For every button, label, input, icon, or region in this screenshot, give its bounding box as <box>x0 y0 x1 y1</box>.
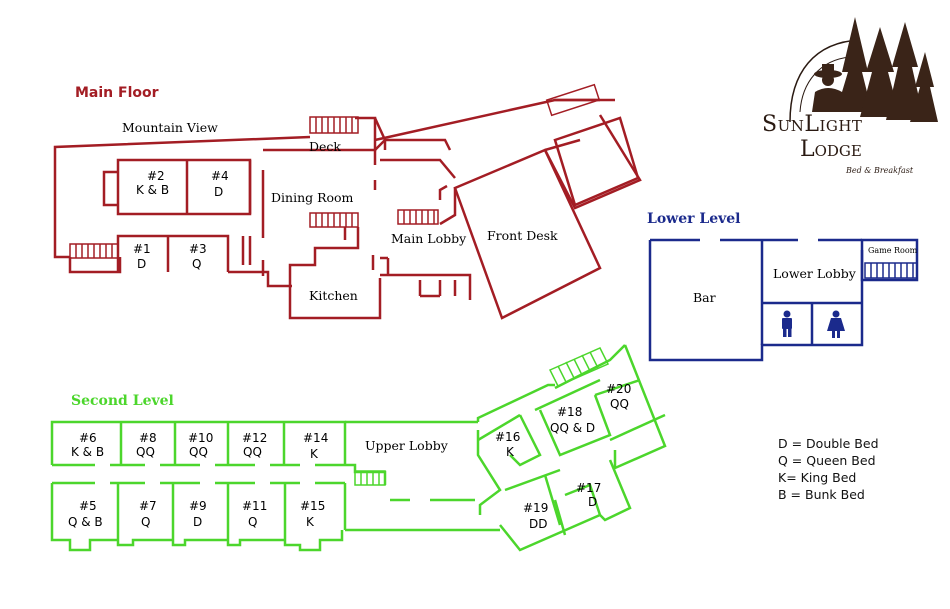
svg-text:#18: #18 <box>557 405 582 419</box>
main-floor-title: Main Floor <box>75 85 159 101</box>
svg-text:#11: #11 <box>242 499 267 513</box>
room-label-9: #9 D <box>189 499 207 529</box>
room-label-15: #15 K <box>300 499 325 529</box>
svg-text:#2: #2 <box>147 169 165 183</box>
svg-text:QQ: QQ <box>243 445 262 459</box>
svg-text:Q & B: Q & B <box>68 515 103 529</box>
room-label-12: #12 QQ <box>242 431 267 459</box>
svg-text:#15: #15 <box>300 499 325 513</box>
room-label-14: #14 K <box>303 431 328 461</box>
room-label-2: #2 K & B <box>136 169 169 197</box>
dining-room-label: Dining Room <box>271 190 354 205</box>
second-level-labels: Second Level Upper Lobby #6 K & B #8 QQ … <box>68 382 631 531</box>
mountain-view-label: Mountain View <box>122 120 218 135</box>
svg-text:#6: #6 <box>79 431 97 445</box>
room-label-4: #4 D <box>211 169 229 199</box>
svg-text:#1: #1 <box>133 242 151 256</box>
svg-text:D: D <box>137 257 146 271</box>
bar-label: Bar <box>693 290 716 305</box>
bed-type-legend: D = Double Bed Q = Queen Bed K= King Bed… <box>778 435 879 503</box>
legend-item-bunk: B = Bunk Bed <box>778 487 865 502</box>
lower-level-plan <box>648 238 919 362</box>
second-level-plan <box>50 344 667 552</box>
room-label-16: #16 K <box>495 430 520 459</box>
lower-level-labels: Lower Level Bar Lower Lobby Game Room <box>647 211 918 305</box>
svg-text:#4: #4 <box>211 169 229 183</box>
game-room-label: Game Room <box>868 246 918 255</box>
svg-text:K & B: K & B <box>71 445 104 459</box>
svg-text:#7: #7 <box>139 499 157 513</box>
sunlight-lodge-logo: SunLight Lodge Bed & Breakfast <box>760 12 940 187</box>
svg-text:Q: Q <box>141 515 150 529</box>
logo-name-part2: Lodge <box>800 137 862 162</box>
logo-tagline: Bed & Breakfast <box>846 166 914 175</box>
svg-text:K: K <box>306 515 315 529</box>
room-label-11: #11 Q <box>242 499 267 529</box>
front-desk-label: Front Desk <box>487 228 558 243</box>
room-label-10: #10 QQ <box>188 431 213 459</box>
svg-text:#9: #9 <box>189 499 207 513</box>
svg-text:Q: Q <box>248 515 257 529</box>
svg-text:K: K <box>506 445 515 459</box>
svg-text:K & B: K & B <box>136 183 169 197</box>
legend-item-queen: Q = Queen Bed <box>778 453 876 468</box>
pine-trees-icon <box>789 17 938 123</box>
svg-text:#10: #10 <box>188 431 213 445</box>
room-label-18: #18 QQ & D <box>550 405 595 435</box>
svg-text:D: D <box>588 495 597 509</box>
svg-text:DD: DD <box>529 517 547 531</box>
main-floor-labels: Main Floor Mountain View Deck Dining Roo… <box>75 85 558 303</box>
svg-text:#17: #17 <box>576 481 601 495</box>
room-label-19: #19 DD <box>523 501 548 531</box>
svg-text:QQ & D: QQ & D <box>550 421 595 435</box>
svg-text:#5: #5 <box>79 499 97 513</box>
lower-lobby-label: Lower Lobby <box>773 266 857 281</box>
upper-lobby-label: Upper Lobby <box>365 438 449 453</box>
womens-restroom-icon <box>827 310 845 338</box>
room-label-20: #20 QQ <box>606 382 631 411</box>
room-label-1: #1 D <box>133 242 151 271</box>
main-floor-plan <box>53 83 642 320</box>
lower-level-title: Lower Level <box>647 211 741 227</box>
legend-item-double: D = Double Bed <box>778 436 879 451</box>
legend-item-king: K= King Bed <box>778 470 857 485</box>
svg-text:#20: #20 <box>606 382 631 396</box>
mens-restroom-icon <box>782 310 792 337</box>
svg-text:#19: #19 <box>523 501 548 515</box>
kitchen-label: Kitchen <box>309 288 358 303</box>
room-label-17: #17 D <box>576 481 601 509</box>
svg-text:Q: Q <box>192 257 201 271</box>
stairs-west <box>69 243 119 259</box>
svg-text:#12: #12 <box>242 431 267 445</box>
svg-text:#14: #14 <box>303 431 328 445</box>
room-label-6: #6 K & B <box>71 431 104 459</box>
logo-name-part1: SunLight <box>762 112 863 137</box>
svg-text:D: D <box>214 185 223 199</box>
svg-text:QQ: QQ <box>610 397 629 411</box>
deck-label: Deck <box>309 139 341 154</box>
svg-text:QQ: QQ <box>189 445 208 459</box>
svg-text:QQ: QQ <box>136 445 155 459</box>
room-label-3: #3 Q <box>189 242 207 271</box>
svg-text:#8: #8 <box>139 431 157 445</box>
room-label-7: #7 Q <box>139 499 157 529</box>
svg-text:#16: #16 <box>495 430 520 444</box>
main-lobby-label: Main Lobby <box>391 231 467 246</box>
second-level-title: Second Level <box>71 393 174 409</box>
svg-text:D: D <box>193 515 202 529</box>
svg-text:#3: #3 <box>189 242 207 256</box>
room-label-5: #5 Q & B <box>68 499 103 529</box>
room-label-8: #8 QQ <box>136 431 157 459</box>
svg-text:K: K <box>310 447 319 461</box>
